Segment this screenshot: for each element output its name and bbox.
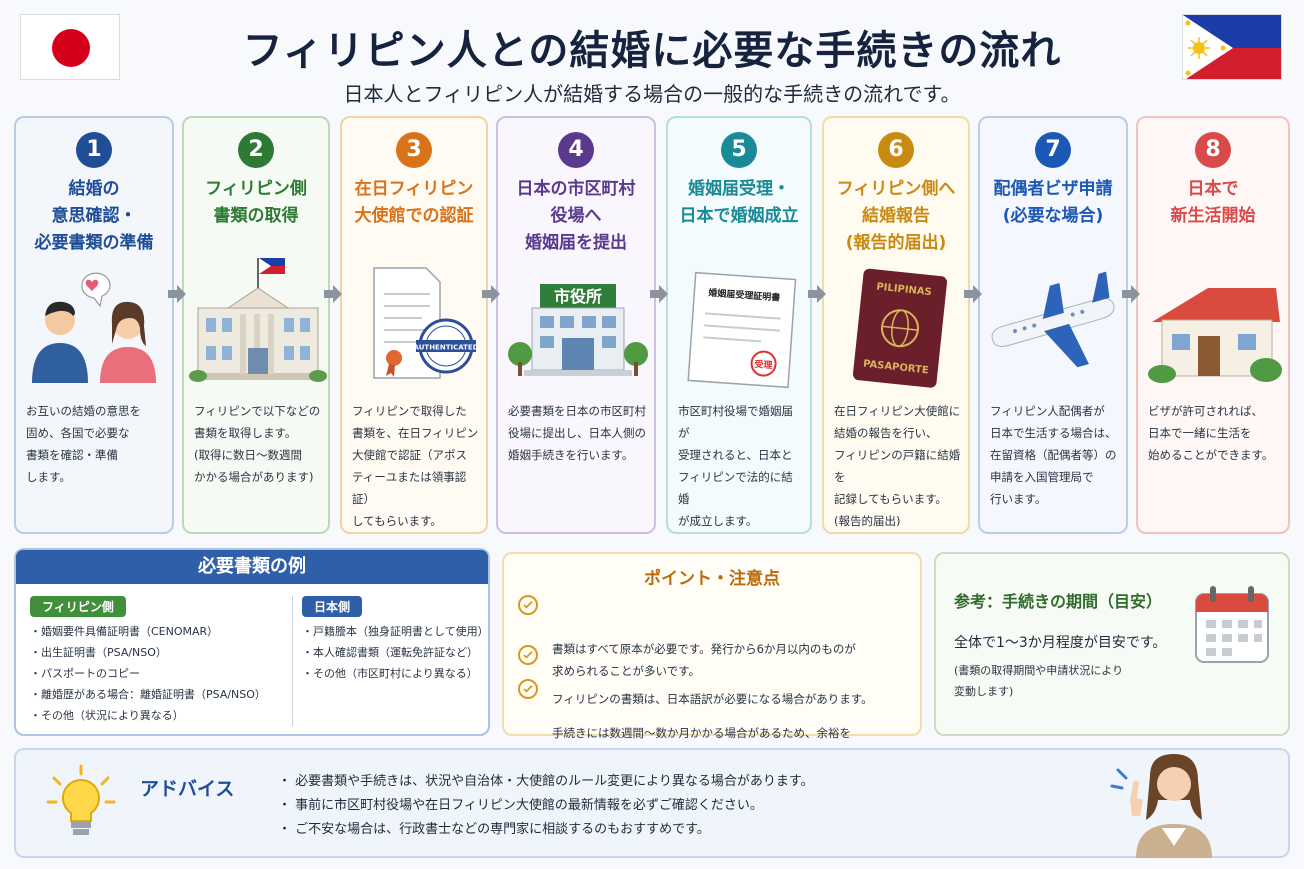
list-item: 戸籍謄本（独身証明書として使用）: [302, 621, 489, 642]
advice-item: 事前に市区町村役場や在日フィリピン大使館の最新情報を必ずご確認ください。: [278, 794, 814, 818]
step-description: フィリピンで以下などの 書類を取得します。 (取得に数日〜数週間 かかる場合があ…: [194, 404, 321, 484]
calendar-icon: [1195, 586, 1269, 663]
step-description: 在日フィリピン大使館に 結婚の報告を行い、 フィリピンの戸籍に結婚を 記録しても…: [834, 404, 961, 528]
step-number: 4: [558, 132, 594, 168]
step-description: 必要書類を日本の市区町村 役場に提出し、日本人側の 婚姻手続きを行います。: [508, 404, 646, 462]
step-description: ビザが許可されれば、 日本で一緒に生活を 始めることができます。: [1148, 404, 1274, 462]
couple-illustration-icon: [20, 258, 168, 388]
step-7-card: 7 配偶者ビザ申請 (必要な場合) フィリピン人配偶者が 日本で生活する場合は、…: [978, 116, 1128, 534]
page-title: フィリピン人との結婚に必要な手続きの流れ: [242, 28, 1062, 74]
period-note: (書類の取得期間や申請状況により 変動します): [954, 664, 1124, 698]
arrow-right-icon: [482, 285, 500, 303]
point-text: フィリピンの書類は、日本語訳が必要になる場合があります。: [552, 692, 873, 706]
points-title: ポイント・注意点: [644, 569, 780, 589]
step-number: 7: [1035, 132, 1071, 168]
period-title: 参考：手続きの期間（目安）: [954, 592, 1163, 611]
list-item: 出生証明書（PSA/NSO）: [30, 642, 266, 663]
steps-flow: 1 結婚の 意思確認・ 必要書類の準備 お互いの結婚の意思を 固め、各国で必要な…: [14, 116, 1290, 536]
marriage-certificate-icon: 婚姻届受理証明書 受理: [672, 258, 806, 389]
point-item: 書類はすべて原本が必要です。発行から6か月以内のものが 求められることが多いです…: [518, 594, 910, 682]
philippines-flag-icon: [1182, 14, 1282, 80]
point-item: フィリピンの書類は、日本語訳が必要になる場合があります。: [518, 644, 910, 710]
period-panel: 参考：手続きの期間（目安） 全体で1〜3か月程度が目安です。 (書類の取得期間や…: [934, 552, 1290, 736]
step-1-card: 1 結婚の 意思確認・ 必要書類の準備 お互いの結婚の意思を 固め、各国で必要な…: [14, 116, 174, 534]
advice-item: ご不安な場合は、行政書士などの専門家に相談するのもおすすめです。: [278, 818, 814, 842]
step-description: 市区町村役場で婚姻届が 受理されると、日本と フィリピンで法的に結婚 が成立しま…: [678, 404, 793, 528]
lightbulb-icon: [46, 764, 116, 835]
house-icon: [1142, 258, 1284, 388]
city-hall-sign: 市役所: [554, 287, 602, 306]
step-number: 2: [238, 132, 274, 168]
required-documents-panel: 必要書類の例 フィリピン側 婚姻要件具備証明書（CENOMAR） 出生証明書（P…: [14, 548, 490, 736]
step-number: 8: [1195, 132, 1231, 168]
arrow-right-icon: [808, 285, 826, 303]
step-8-card: 8 日本で 新生活開始 ビザが許可されれば、 日本で一緒に生活を 始めることがで…: [1136, 116, 1290, 534]
points-panel: ポイント・注意点 書類はすべて原本が必要です。発行から6か月以内のものが 求めら…: [502, 552, 922, 762]
step-4-card: 4 日本の市区町村 役場へ 婚姻届を提出 市役所 必要書類を日本の市区町村 役場…: [496, 116, 656, 534]
embassy-building-icon: [188, 258, 327, 388]
check-icon: [518, 645, 538, 665]
step-title: 在日フィリピン 大使館での認証: [354, 179, 474, 226]
step-title: フィリピン側へ 結婚報告 (報告的届出): [836, 179, 956, 253]
point-text: 書類はすべて原本が必要です。発行から6か月以内のものが 求められることが多いです…: [552, 642, 856, 678]
arrow-right-icon: [650, 285, 668, 303]
period-main: 全体で1〜3か月程度が目安です。: [954, 635, 1167, 651]
step-number: 6: [878, 132, 914, 168]
philippines-side-tag: フィリピン側: [30, 596, 126, 617]
advice-label: アドバイス: [140, 778, 235, 800]
step-6-card: 6 フィリピン側へ 結婚報告 (報告的届出) PILIPINAS PASAPOR…: [822, 116, 970, 534]
city-hall-icon: 市役所: [502, 258, 650, 388]
japan-side-tag: 日本側: [302, 596, 363, 617]
list-item: 婚姻要件具備証明書（CENOMAR）: [30, 621, 266, 642]
step-title: 配偶者ビザ申請 (必要な場合): [993, 179, 1113, 226]
arrow-right-icon: [1122, 285, 1140, 303]
step-number: 5: [721, 132, 757, 168]
list-item: その他（状況により異なる）: [30, 705, 266, 726]
page-subtitle: 日本人とフィリピン人が結婚する場合の一般的な手続きの流れです。: [343, 82, 961, 106]
list-item: パスポートのコピー: [30, 663, 266, 684]
documents-title: 必要書類の例: [16, 550, 488, 584]
check-icon: [518, 679, 538, 699]
list-item: その他（市区町村により異なる）: [302, 663, 489, 684]
airplane-icon: [984, 258, 1122, 388]
japan-documents: 日本側 戸籍謄本（独身証明書として使用） 本人確認書類（運転免許証など） その他…: [302, 596, 489, 684]
step-2-card: 2 フィリピン側 書類の取得 フィリピンで以下などの 書類を取得します。 (取得…: [182, 116, 330, 534]
philippines-documents: フィリピン側 婚姻要件具備証明書（CENOMAR） 出生証明書（PSA/NSO）…: [30, 596, 266, 726]
step-number: 3: [396, 132, 432, 168]
check-icon: [518, 595, 538, 615]
arrow-right-icon: [964, 285, 982, 303]
step-title: 婚姻届受理・ 日本で婚姻成立: [679, 179, 799, 226]
step-description: お互いの結婚の意思を 固め、各国で必要な 書類を確認・準備 します。: [26, 404, 141, 484]
arrow-right-icon: [324, 285, 342, 303]
divider: [292, 596, 293, 726]
step-title: フィリピン側 書類の取得: [205, 179, 307, 226]
arrow-right-icon: [168, 285, 186, 303]
auth-stamp-text: AUTHENTICATED: [414, 344, 479, 352]
step-title: 結婚の 意思確認・ 必要書類の準備: [34, 179, 154, 253]
list-item: 本人確認書類（運転免許証など）: [302, 642, 489, 663]
japan-flag-icon: [20, 14, 120, 80]
certificate-stamp: 受理: [754, 358, 773, 371]
step-5-card: 5 婚姻届受理・ 日本で婚姻成立 婚姻届受理証明書 受理 市区町村役場で婚姻届が…: [666, 116, 812, 534]
advice-item: 必要書類や手続きは、状況や自治体・大使館のルール変更により異なる場合があります。: [278, 770, 813, 794]
step-description: フィリピン人配偶者が 日本で生活する場合は、 在留資格（配偶者等）の 申請を入国…: [990, 404, 1117, 506]
step-3-card: 3 在日フィリピン 大使館での認証 AUTHENTICATED フィリピンで取得…: [340, 116, 488, 534]
advice-panel: アドバイス 必要書類や手続きは、状況や自治体・大使館のルール変更により異なる場合…: [14, 748, 1290, 858]
advisor-woman-icon: [1110, 754, 1212, 858]
step-number: 1: [76, 132, 112, 168]
step-title: 日本で 新生活開始: [1170, 179, 1256, 226]
authenticated-document-icon: AUTHENTICATED: [346, 258, 482, 388]
step-description: フィリピンで取得した 書類を、在日フィリピン 大使館で認証（アポス ティーユまた…: [352, 404, 479, 528]
step-title: 日本の市区町村 役場へ 婚姻届を提出: [516, 179, 636, 253]
passport-icon: PILIPINAS PASAPORTE: [828, 258, 964, 388]
list-item: 離婚歴がある場合：離婚証明書（PSA/NSO）: [30, 684, 266, 705]
